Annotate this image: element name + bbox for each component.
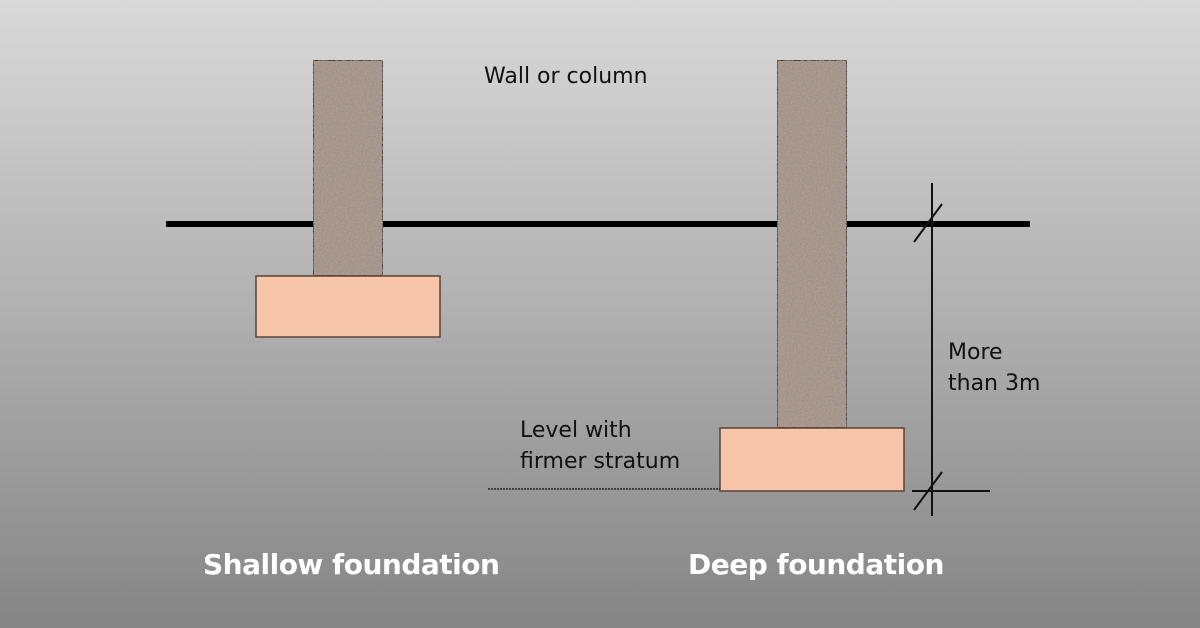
deep-foundation-caption: Deep foundation [688,548,944,581]
dimension-tick-top [913,203,943,243]
wall-or-column-label: Wall or column [484,64,648,89]
shallow-foundation-caption: Shallow foundation [203,548,500,581]
firm-level-label: Level with firmer stratum [520,418,681,474]
shallow-footing [255,275,441,338]
shallow-column [312,59,384,277]
depth-note-label: More than 3m [948,340,1041,396]
deep-footing [719,427,905,492]
deep-column [776,59,848,429]
